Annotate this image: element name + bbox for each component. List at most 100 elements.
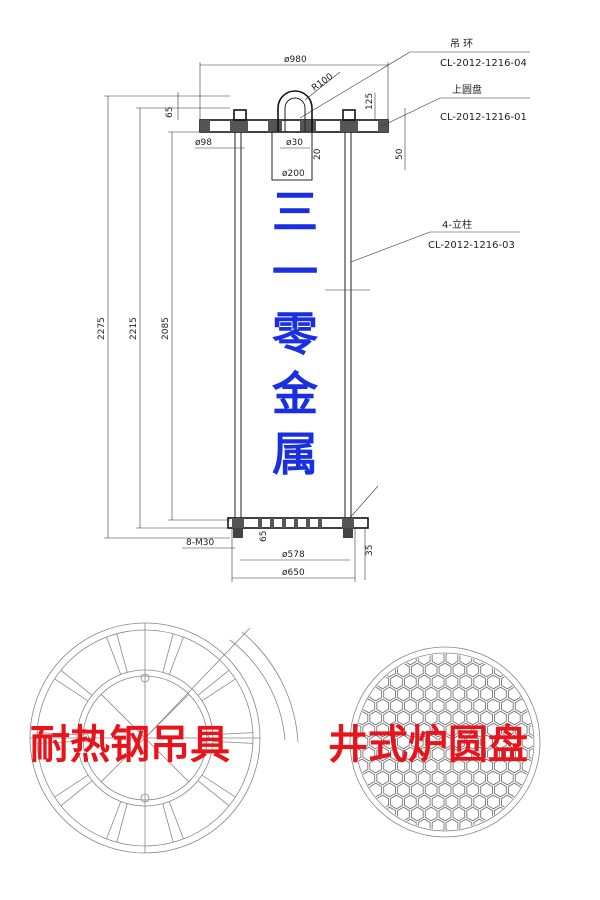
honeycomb-cell bbox=[494, 686, 507, 702]
honeycomb-cell bbox=[417, 818, 431, 830]
dim-35: 35 bbox=[365, 545, 375, 556]
honeycomb-cell bbox=[369, 710, 383, 726]
honeycomb-cell bbox=[357, 746, 362, 762]
honeycomb-cell bbox=[445, 794, 459, 810]
honeycomb-cell bbox=[501, 770, 514, 786]
honeycomb-cell bbox=[480, 686, 493, 702]
honeycomb-cell bbox=[397, 734, 410, 750]
dim-650: ø650 bbox=[282, 568, 305, 578]
watermark-text: 三 一 零 金 属 bbox=[271, 185, 319, 481]
hanger-spoke bbox=[60, 669, 93, 696]
honeycomb-cell bbox=[466, 662, 480, 678]
honeycomb-cell bbox=[452, 710, 466, 726]
honeycomb-cell bbox=[424, 806, 438, 822]
honeycomb-cell bbox=[507, 734, 521, 750]
hanger-spoke bbox=[168, 636, 184, 675]
honeycomb-cell bbox=[404, 722, 417, 738]
caption-right: 井式炉圆盘 bbox=[328, 722, 528, 768]
upper-disc-name: 上圆盘 bbox=[452, 83, 482, 96]
honeycomb-cell bbox=[480, 734, 493, 750]
honeycomb-cell bbox=[431, 818, 445, 830]
honeycomb-cell bbox=[452, 734, 466, 750]
honeycomb-cell bbox=[404, 698, 417, 714]
honeycomb-cell bbox=[507, 710, 521, 726]
watermark-char-5: 属 bbox=[272, 427, 318, 481]
honeycomb-cell bbox=[445, 746, 459, 762]
honeycomb-cell bbox=[404, 770, 417, 786]
honeycomb-cell bbox=[473, 794, 486, 810]
lifting-ring-name: 吊 环 bbox=[450, 38, 473, 50]
hanger-inner-spoke bbox=[144, 737, 190, 783]
elevation-view: ø980 R100 吊 环 CL-2012-1216-04 上圆盘 CL-201… bbox=[97, 38, 530, 582]
top-right-nut bbox=[342, 109, 356, 121]
honeycomb-cell bbox=[494, 782, 507, 798]
honeycomb-cell bbox=[480, 710, 493, 726]
honeycomb-cell bbox=[466, 686, 480, 702]
honeycomb-cell bbox=[410, 734, 424, 750]
honeycomb-cell bbox=[369, 734, 383, 750]
honeycomb-cell bbox=[501, 794, 514, 810]
bottom-right-nut bbox=[343, 528, 353, 538]
honeycomb-cell bbox=[438, 734, 452, 750]
honeycomb-cell bbox=[390, 794, 403, 810]
honeycomb-cell bbox=[357, 710, 369, 726]
honeycomb-cell bbox=[369, 782, 383, 798]
dim-980: ø980 bbox=[284, 55, 307, 65]
honeycomb-cell bbox=[459, 770, 473, 786]
honeycomb-cell bbox=[410, 662, 424, 678]
honeycomb-cell bbox=[362, 770, 376, 786]
honeycomb-cell bbox=[383, 710, 396, 726]
honeycomb-cell bbox=[452, 806, 466, 822]
honeycomb-cell bbox=[376, 698, 389, 714]
honeycomb-cell bbox=[376, 722, 389, 738]
honeycomb-cell bbox=[357, 722, 362, 738]
honeycomb-cell bbox=[390, 698, 403, 714]
upper-disc-plate bbox=[199, 119, 389, 133]
honeycomb-cell bbox=[417, 770, 431, 786]
watermark-char-3: 零 bbox=[272, 307, 319, 361]
honeycomb-cell bbox=[452, 782, 466, 798]
honeycomb-cell bbox=[452, 662, 466, 678]
honeycomb-cell bbox=[410, 758, 424, 774]
honeycomb-cell bbox=[459, 794, 473, 810]
honeycomb-cell bbox=[438, 662, 452, 678]
honeycomb-cell bbox=[410, 782, 424, 798]
honeycomb-cell bbox=[431, 770, 445, 786]
honeycomb-cell bbox=[487, 674, 500, 690]
honeycomb-cell bbox=[417, 794, 431, 810]
honeycomb-cell bbox=[410, 710, 424, 726]
honeycomb-cell bbox=[445, 770, 459, 786]
honeycomb-cell bbox=[383, 734, 396, 750]
honeycomb-cell bbox=[424, 782, 438, 798]
hanger-spoke bbox=[106, 636, 122, 675]
honeycomb-cell bbox=[424, 662, 438, 678]
honeycomb-cell bbox=[431, 698, 445, 714]
dim-578: ø578 bbox=[282, 550, 305, 560]
honeycomb-cell bbox=[473, 770, 486, 786]
honeycomb-cell bbox=[459, 698, 473, 714]
honeycomb-cell bbox=[376, 770, 389, 786]
honeycomb-cell bbox=[404, 794, 417, 810]
honeycomb-cell bbox=[417, 746, 431, 762]
honeycomb-cell bbox=[431, 746, 445, 762]
honeycomb-cell bbox=[501, 698, 514, 714]
watermark-char-1: 三 bbox=[272, 185, 318, 239]
column-name: 4-立柱 bbox=[442, 218, 472, 231]
dim-r100: R100 bbox=[310, 72, 335, 94]
honeycomb-cell bbox=[466, 782, 480, 798]
honeycomb-cell bbox=[438, 806, 452, 822]
honeycomb-cell bbox=[362, 746, 376, 762]
honeycomb-cell bbox=[507, 758, 521, 774]
hanger-spoke bbox=[162, 803, 174, 843]
honeycomb-cell bbox=[397, 686, 410, 702]
honeycomb-cell bbox=[404, 674, 417, 690]
honeycomb-cell bbox=[459, 654, 473, 666]
honeycomb-cell bbox=[494, 734, 507, 750]
dim-50: 50 bbox=[395, 148, 405, 160]
bottom-left-nut bbox=[233, 528, 243, 538]
column-code: CL-2012-1216-03 bbox=[428, 240, 515, 251]
hanger-spoke bbox=[54, 774, 89, 798]
honeycomb-cell bbox=[445, 674, 459, 690]
honeycomb-cell bbox=[514, 770, 528, 786]
honeycomb-cell bbox=[390, 674, 403, 690]
